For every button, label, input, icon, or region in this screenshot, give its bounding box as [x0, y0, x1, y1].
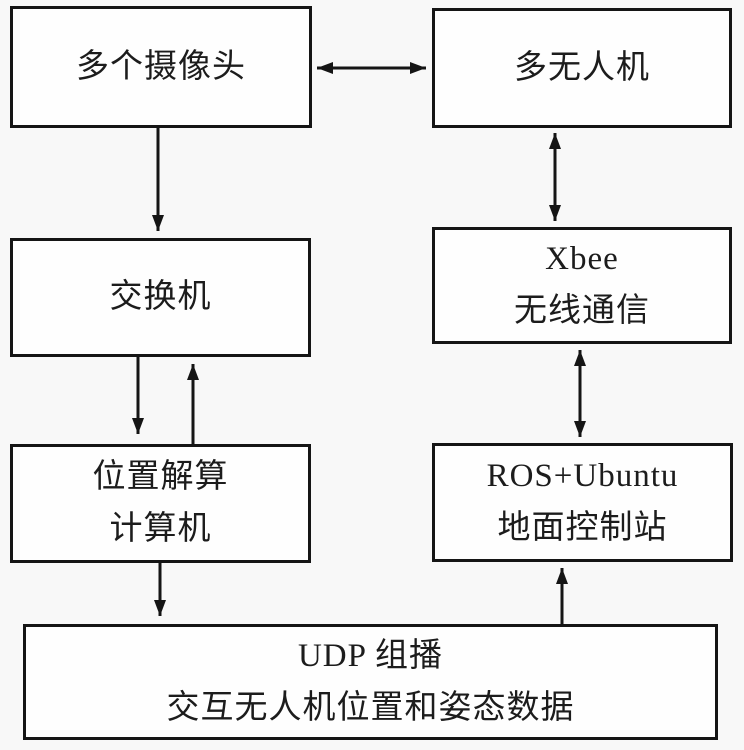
box-udp-multicast: UDP 组播 交互无人机位置和姿态数据 — [23, 624, 718, 740]
box-udp-multicast-label-line2: 交互无人机位置和姿态数据 — [166, 689, 575, 726]
box-drones: 多无人机 — [432, 8, 732, 128]
box-position-computer-label-line1: 位置解算 — [92, 459, 229, 496]
box-ros-gcs-label-line1: ROS+Ubuntu — [486, 458, 679, 495]
box-drones-label: 多无人机 — [514, 49, 650, 86]
box-cameras-label: 多个摄像头 — [76, 48, 246, 85]
box-xbee-label-line1: Xbee — [545, 241, 619, 278]
box-switch: 交换机 — [10, 238, 311, 357]
box-xbee-label-line2: 无线通信 — [514, 293, 650, 329]
box-ros-gcs: ROS+Ubuntu 地面控制站 — [432, 443, 733, 562]
box-xbee: Xbee 无线通信 — [432, 227, 732, 344]
box-cameras: 多个摄像头 — [10, 6, 312, 128]
box-ros-gcs-label-line2: 地面控制站 — [497, 510, 668, 546]
box-position-computer: 位置解算 计算机 — [10, 444, 311, 563]
box-udp-multicast-label-line1: UDP 组播 — [297, 637, 444, 674]
box-switch-label: 交换机 — [109, 279, 212, 316]
box-position-computer-label-line2: 计算机 — [109, 511, 212, 547]
